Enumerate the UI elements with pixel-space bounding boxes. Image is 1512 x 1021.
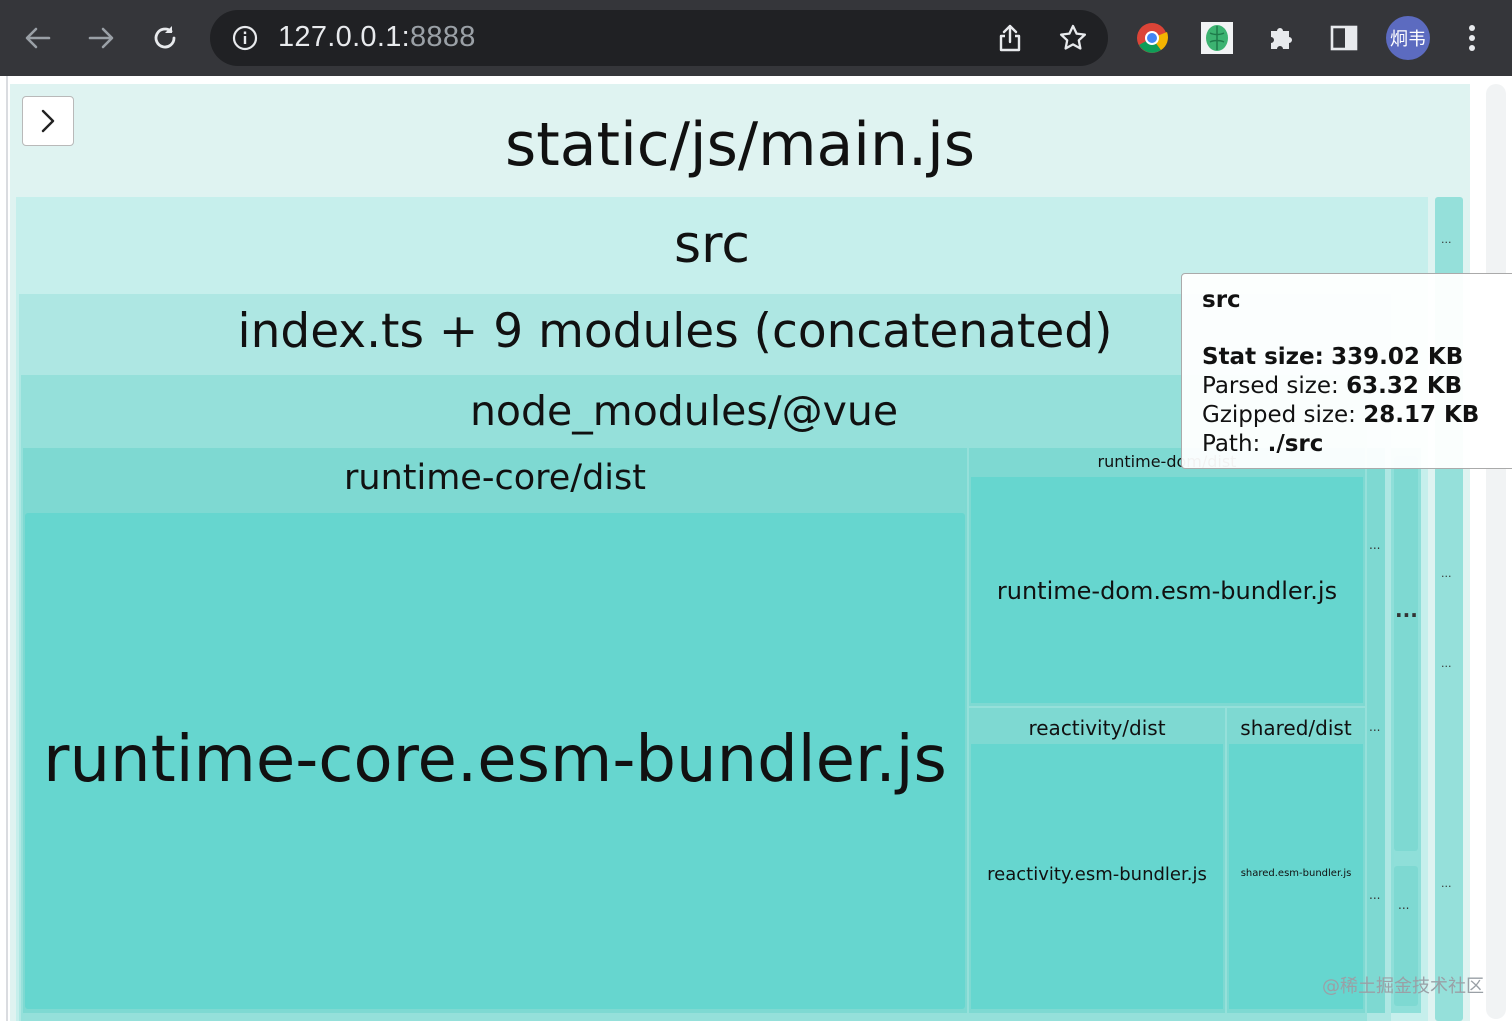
treemap-label-concatenated: index.ts + 9 modules (concatenated) — [237, 304, 1113, 359]
extensions-button[interactable] — [1257, 14, 1305, 62]
back-arrow-icon — [25, 27, 51, 49]
bookmark-star-icon[interactable] — [1058, 23, 1088, 53]
treemap-label-shared-bundler: shared.esm-bundler.js — [1240, 868, 1352, 879]
treemap-cell-vue-narrow-1[interactable]: ... ... ... — [1367, 448, 1385, 1013]
brain-extension-icon — [1201, 22, 1233, 54]
treemap-label-reactivity-bundler: reactivity.esm-bundler.js — [987, 864, 1207, 885]
treemap-ellipsis: ... — [1369, 720, 1381, 734]
profile-avatar[interactable]: 炯韦 — [1386, 16, 1430, 60]
sidebar-divider — [6, 76, 8, 1021]
treemap-label-node-modules-vue: node_modules/@vue — [469, 387, 899, 435]
reload-icon — [154, 26, 176, 49]
treemap-ellipsis: ... — [1441, 657, 1452, 670]
treemap-ellipsis: ... — [1441, 877, 1452, 890]
chrome-extension-button[interactable] — [1128, 14, 1176, 62]
back-button[interactable] — [14, 14, 62, 62]
tooltip-path: Path: ./src — [1202, 431, 1324, 457]
tooltip-title: src — [1202, 287, 1241, 313]
reload-button[interactable] — [141, 14, 189, 62]
vertical-scrollbar[interactable] — [1486, 84, 1506, 1019]
page-content: static/js/main.js src index.ts + 9 modul… — [0, 76, 1512, 1021]
side-panel-icon — [1330, 25, 1358, 51]
chrome-extension-icon — [1137, 23, 1168, 53]
treemap-label-runtime-core-dist: runtime-core/dist — [344, 458, 646, 498]
side-panel-button[interactable] — [1320, 14, 1368, 62]
tooltip-parsed-size: Parsed size: 63.32 KB — [1202, 373, 1463, 399]
chevron-right-icon — [41, 109, 55, 133]
share-icon[interactable] — [996, 23, 1024, 53]
url-text[interactable]: 127.0.0.1:8888 — [278, 21, 476, 53]
forward-button[interactable] — [77, 14, 125, 62]
treemap-label-runtime-dom-bundler: runtime-dom.esm-bundler.js — [996, 577, 1338, 605]
treemap-ellipsis: ... — [1441, 233, 1452, 246]
treemap-cell-concat-narrow[interactable]: ... ... — [1391, 448, 1421, 1013]
browser-toolbar: 127.0.0.1:8888 炯韦 — [0, 0, 1512, 76]
treemap-cell-reactivity-bundler[interactable]: reactivity.esm-bundler.js — [971, 744, 1223, 1009]
treemap-ellipsis: ... — [1395, 598, 1418, 622]
treemap-label-reactivity-dist: reactivity/dist — [1028, 716, 1166, 740]
treemap-cell-shared-bundler[interactable]: shared.esm-bundler.js — [1229, 744, 1363, 1009]
tooltip-gzip-size: Gzipped size: 28.17 KB — [1202, 402, 1480, 428]
treemap-label-root: static/js/main.js — [504, 110, 975, 180]
forward-arrow-icon — [88, 27, 114, 49]
brain-extension-button[interactable] — [1193, 14, 1241, 62]
treemap-ellipsis: ... — [1369, 538, 1381, 552]
browser-menu-button[interactable] — [1448, 14, 1496, 62]
tooltip-stat-size: Stat size: 339.02 KB — [1202, 344, 1464, 370]
treemap-cell-concat-narrow-inner[interactable]: ... — [1394, 456, 1418, 851]
puzzle-extensions-icon — [1271, 28, 1292, 49]
tooltip-module-info: src Stat size: 339.02 KB Parsed size: 63… — [1181, 273, 1512, 469]
address-bar[interactable]: 127.0.0.1:8888 — [210, 10, 1108, 66]
treemap-ellipsis: ... — [1441, 567, 1452, 580]
treemap-cell-concat-narrow-inner-2[interactable]: ... — [1394, 866, 1418, 1006]
treemap-label-shared-dist: shared/dist — [1240, 716, 1352, 740]
treemap-cell-runtime-core-bundler[interactable]: runtime-core.esm-bundler.js — [25, 513, 965, 1009]
treemap-label-src: src — [674, 215, 750, 275]
menu-kebab-icon — [1469, 25, 1475, 51]
tooltip-spacer — [1202, 315, 1500, 343]
treemap-cell-runtime-dom-bundler[interactable]: runtime-dom.esm-bundler.js — [971, 477, 1363, 703]
treemap-ellipsis: ... — [1398, 898, 1410, 912]
info-icon[interactable] — [232, 25, 258, 51]
watermark-text: @稀土掘金技术社区 — [1322, 976, 1484, 997]
treemap-ellipsis: ... — [1369, 888, 1381, 902]
sidebar-toggle-button[interactable] — [22, 96, 74, 146]
treemap-label-runtime-core-bundler: runtime-core.esm-bundler.js — [43, 723, 947, 797]
